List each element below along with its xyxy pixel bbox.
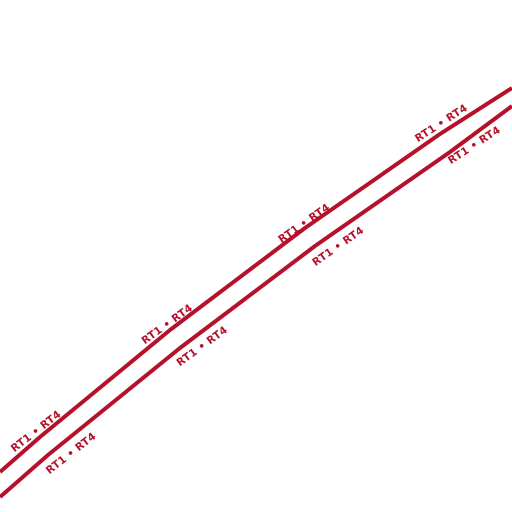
route-line-upper[interactable] xyxy=(0,86,512,474)
route-line-lower[interactable] xyxy=(0,104,512,499)
